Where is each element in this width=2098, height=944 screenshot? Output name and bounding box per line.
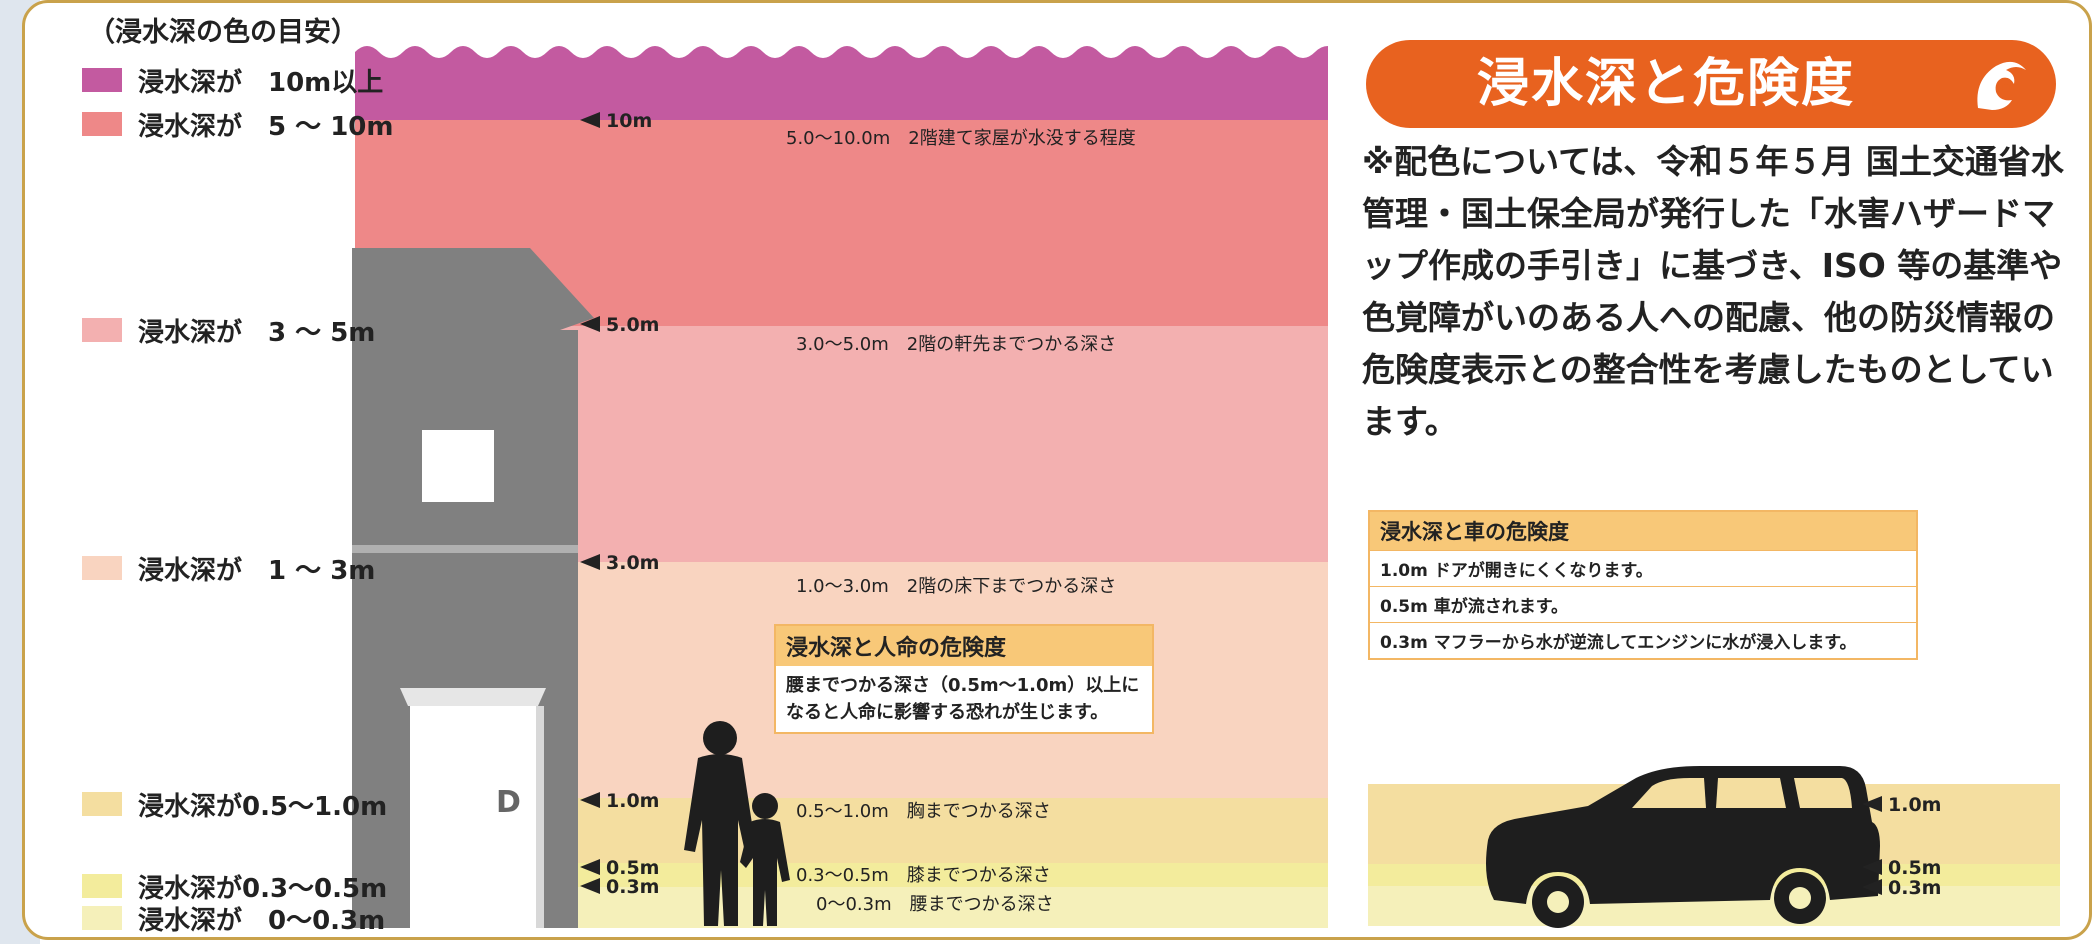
legend-item-3-5m: 浸水深が 3 ～ 5m	[82, 316, 375, 348]
legend-label: 浸水深が 0～0.3m	[138, 905, 386, 936]
desc-1-3m: 1.0～3.0m 2階の床下までつかる深さ	[796, 576, 1116, 597]
legend-swatch	[82, 68, 122, 92]
marker-5m-label: 5.0m	[606, 314, 659, 336]
desc-0-03m: 0～0.3m 腰までつかる深さ	[816, 894, 1054, 915]
car-window-front	[1632, 778, 1706, 808]
car-hazard-title: 浸水深と車の危険度	[1370, 512, 1916, 550]
human-hazard-box: 浸水深と人命の危険度 腰までつかる深さ（0.5m～1.0m）以上に なると人命に…	[774, 624, 1154, 734]
desc-3-5m: 3.0～5.0m 2階の軒先までつかる深さ	[796, 334, 1116, 355]
car-marker-05m: 0.5m	[1888, 857, 1941, 879]
page-title: 浸水深と危険度	[1476, 54, 1855, 114]
car-window-rear	[1794, 778, 1852, 808]
legend-label: 浸水深が0.3～0.5m	[138, 873, 388, 904]
car-level-markers: 1.0m 0.5m 0.3m	[1862, 794, 1941, 899]
band-10m-plus	[355, 46, 1328, 120]
house-silhouette: D	[352, 248, 594, 928]
legend-item-03-05m: 浸水深が0.3～0.5m	[82, 872, 387, 904]
house-window	[422, 430, 494, 502]
legend-swatch	[82, 112, 122, 136]
desc-05-1m: 0.5～1.0m 胸までつかる深さ	[796, 801, 1051, 822]
legend-label: 浸水深が 10m以上	[138, 67, 384, 98]
marker-1m-arrow	[580, 792, 600, 808]
legend-swatch	[82, 906, 122, 930]
legend-item-05-1m: 浸水深が0.5～1.0m	[82, 790, 387, 822]
car-hazard-box: 浸水深と車の危険度 1.0m ドアが開きにくくなります。 0.5m 車が流されま…	[1368, 510, 1918, 660]
marker-03m-label: 0.3m	[606, 876, 659, 898]
marker-1m-label: 1.0m	[606, 790, 659, 812]
legend-label: 浸水深が 1 ～ 3m	[138, 555, 376, 586]
car-hazard-row: 0.3m マフラーから水が逆流してエンジンに水が浸入します。	[1370, 622, 1916, 658]
legend-swatch	[82, 792, 122, 816]
car-hazard-row: 1.0m ドアが開きにくくなります。	[1370, 550, 1916, 586]
color-scheme-note: ※配色については、令和５年５月 国土交通省水管理・国土保全局が発行した「水害ハザ…	[1362, 142, 2064, 441]
legend-label: 浸水深が0.5～1.0m	[138, 791, 388, 822]
legend-swatch	[82, 874, 122, 898]
marker-03m-arrow	[580, 878, 600, 894]
car-marker-1m: 1.0m	[1888, 794, 1941, 816]
car-silhouette	[1486, 766, 1880, 928]
child-silhouette	[740, 793, 790, 926]
car-marker-03m: 0.3m	[1888, 877, 1941, 899]
legend-label: 浸水深が 5 ～ 10m	[138, 111, 394, 142]
legend-item-1-3m: 浸水深が 1 ～ 3m	[82, 554, 375, 586]
marker-05m-label: 0.5m	[606, 857, 659, 879]
desc-5-10m: 5.0～10.0m 2階建て家屋が水没する程度	[786, 128, 1136, 149]
human-hazard-title: 浸水深と人命の危険度	[776, 626, 1152, 666]
marker-10m-arrow	[580, 112, 600, 128]
legend-title: （浸水深の色の目安）	[88, 17, 358, 48]
legend-label: 浸水深が 3 ～ 5m	[138, 317, 376, 348]
marker-05m-arrow	[580, 859, 600, 875]
marker-3m-arrow	[580, 554, 600, 570]
wave-icon	[1977, 61, 2026, 110]
legend-swatch	[82, 556, 122, 580]
legend-item-10m-plus: 浸水深が 10m以上	[82, 66, 383, 98]
desc-03-05m: 0.3～0.5m 膝までつかる深さ	[796, 865, 1051, 886]
legend-swatch	[82, 318, 122, 342]
title-banner: 浸水深と危険度	[1366, 40, 2056, 128]
car-window-mid	[1716, 778, 1786, 808]
human-hazard-note: 腰までつかる深さ（0.5m～1.0m）以上に なると人命に影響する恐れが生じます…	[776, 666, 1152, 732]
marker-10m-label: 10m	[606, 110, 652, 132]
marker-5m-arrow	[580, 316, 600, 332]
door-letter: D	[496, 785, 521, 820]
level-markers: 10m 5.0m 3.0m 1.0m 0.5m 0.3m	[580, 110, 659, 898]
car-hazard-row: 0.5m 車が流されます。	[1370, 586, 1916, 622]
house-door	[410, 706, 536, 928]
marker-3m-label: 3.0m	[606, 552, 659, 574]
legend-item-0-03m: 浸水深が 0～0.3m	[82, 904, 385, 936]
legend-item-5-10m: 浸水深が 5 ～ 10m	[82, 110, 393, 142]
human-hazard-line: 腰までつかる深さ（0.5m～1.0m）以上に	[786, 675, 1140, 696]
adult-silhouette	[684, 721, 756, 926]
human-hazard-line: なると人命に影響する恐れが生じます。	[786, 702, 1109, 723]
